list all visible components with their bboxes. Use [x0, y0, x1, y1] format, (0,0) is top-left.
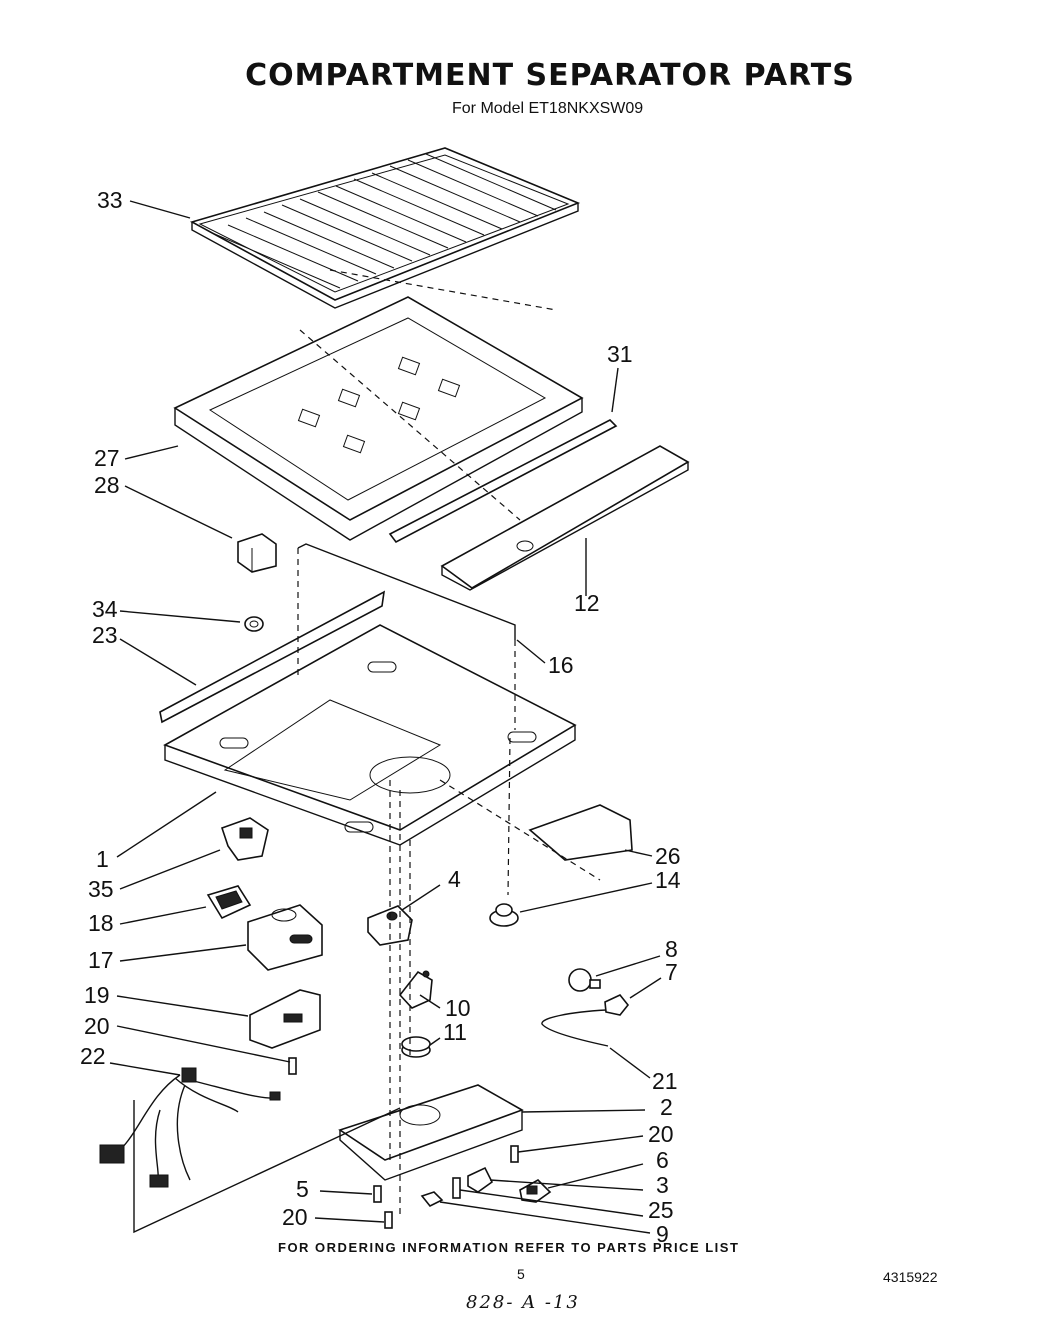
callout-21: 21: [652, 1068, 678, 1094]
part-17-control-housing: [247, 904, 323, 971]
callout-22: 22: [80, 1043, 106, 1069]
part-26-insulation-pad: [528, 804, 633, 861]
callout-28: 28: [94, 472, 120, 498]
model-subtitle: For Model ET18NKXSW09: [452, 100, 644, 117]
part-33-shelf-grille: [189, 147, 581, 309]
callout-20a: 20: [84, 1013, 110, 1039]
callout-31: 31: [607, 341, 633, 367]
part-22-wire-harness: [99, 1067, 281, 1188]
handwritten-note: 828- A -13: [466, 1292, 580, 1313]
part-9-pad: [420, 1191, 444, 1208]
callout-27: 27: [94, 445, 120, 471]
part-16-tube: [297, 543, 516, 640]
part-31-strip: [388, 419, 618, 544]
part-3-button: [467, 1166, 494, 1193]
callout-16: 16: [548, 652, 574, 678]
callout-26: 26: [655, 843, 681, 869]
callout-34: 34: [92, 596, 118, 622]
callout-9: 9: [656, 1221, 669, 1247]
callout-23: 23: [92, 622, 118, 648]
page-number: 5: [517, 1266, 525, 1282]
part-12-trim-channel: [440, 445, 690, 591]
part-35-damper: [220, 817, 269, 861]
callout-17: 17: [88, 947, 114, 973]
part-21-lamp-wire: [541, 1009, 609, 1047]
callout-25: 25: [648, 1197, 674, 1223]
callout-4: 4: [448, 866, 461, 892]
callout-8: 8: [665, 936, 678, 962]
part-11-knob: [401, 1036, 431, 1058]
callout-leaders: [109, 200, 662, 1234]
part-20-screws: [288, 1057, 519, 1229]
callout-14: 14: [655, 867, 681, 893]
page-title: COMPARTMENT SEPARATOR PARTS: [245, 58, 855, 93]
part-2-lower-housing: [338, 1084, 524, 1181]
part-7-socket: [604, 994, 630, 1016]
part-1-separator-pan: [159, 590, 577, 846]
callout-2: 2: [660, 1094, 673, 1120]
callout-5: 5: [296, 1176, 309, 1202]
callout-33: 33: [97, 187, 123, 213]
callout-6: 6: [656, 1147, 669, 1173]
callout-20b: 20: [648, 1121, 674, 1147]
callout-10: 10: [445, 995, 471, 1021]
document-number: 4315922: [883, 1269, 938, 1285]
callout-numbers: 33 31 27 28 12 34 23 16 1 26 35 4 14 18 …: [80, 187, 681, 1247]
part-5-screw: [373, 1185, 382, 1203]
callout-20c: 20: [282, 1204, 308, 1230]
ordering-information-note: FOR ORDERING INFORMATION REFER TO PARTS …: [278, 1240, 740, 1255]
assembly-lines: [297, 269, 601, 1215]
callout-19: 19: [84, 982, 110, 1008]
part-8-lamp: [568, 968, 601, 992]
part-14-grommet: [489, 903, 519, 927]
part-10-switch: [398, 970, 433, 1009]
callout-3: 3: [656, 1172, 669, 1198]
part-19-control-bracket: [249, 989, 321, 1049]
callout-18: 18: [88, 910, 114, 936]
part-18-grille-insert: [206, 885, 252, 920]
part-25-screw: [452, 1177, 461, 1199]
part-27-separator-frame: [173, 296, 584, 541]
callout-7: 7: [665, 959, 678, 985]
callout-12: 12: [574, 590, 600, 616]
part-28-block: [237, 533, 277, 573]
callout-11: 11: [443, 1019, 467, 1045]
callout-35: 35: [88, 876, 114, 902]
callout-1: 1: [96, 846, 109, 872]
part-34-plug: [244, 616, 264, 632]
